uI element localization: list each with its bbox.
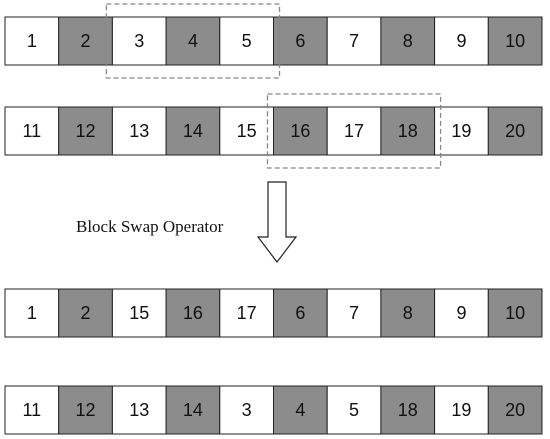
block-cell-value: 19 xyxy=(451,400,471,420)
block-cell xyxy=(434,106,489,156)
block-cell-value: 14 xyxy=(183,400,203,420)
block-cell xyxy=(111,16,167,66)
block-cell xyxy=(4,288,60,338)
block-cell xyxy=(219,106,275,156)
block-cell xyxy=(273,288,328,338)
down-arrow-icon xyxy=(256,181,298,263)
block-cell xyxy=(4,16,60,66)
block-cell-value: 13 xyxy=(129,121,149,141)
block-cell-value: 5 xyxy=(349,400,359,420)
block-cell-value: 15 xyxy=(129,303,149,323)
block-cell-value: 9 xyxy=(456,303,466,323)
block-cell xyxy=(111,106,167,156)
block-cell xyxy=(111,288,167,338)
block-cell-value: 7 xyxy=(349,303,359,323)
block-cell xyxy=(487,106,543,156)
block-cell-value: 8 xyxy=(403,303,413,323)
block-cell xyxy=(380,385,436,435)
block-cell-value: 11 xyxy=(23,121,42,141)
block-cell-value: 3 xyxy=(242,400,252,420)
block-cell xyxy=(380,16,436,66)
block-cell xyxy=(4,385,60,435)
operator-label: Block Swap Operator xyxy=(76,217,224,236)
block-cell-value: 15 xyxy=(237,121,257,141)
block-cell-value: 11 xyxy=(23,400,42,420)
block-cell xyxy=(434,385,489,435)
block-cell xyxy=(58,288,113,338)
block-cell-value: 18 xyxy=(398,121,418,141)
block-cell-value: 10 xyxy=(505,31,525,51)
row-after-1: 1 2 15 16 17 6 7 8 9 10 xyxy=(4,288,543,338)
block-cell xyxy=(273,16,328,66)
block-cell-value: 19 xyxy=(451,121,471,141)
block-cell-value: 1 xyxy=(27,31,37,51)
block-cell-value: 18 xyxy=(398,400,418,420)
block-cell xyxy=(58,16,113,66)
block-cell xyxy=(165,106,221,156)
selected-block-outline xyxy=(105,3,281,79)
block-cell-value: 13 xyxy=(129,400,149,420)
block-cell xyxy=(434,288,489,338)
block-cell xyxy=(165,385,221,435)
block-cell-value: 14 xyxy=(183,121,203,141)
block-cell-value: 9 xyxy=(456,31,466,51)
block-cell xyxy=(219,288,275,338)
block-cell-value: 17 xyxy=(237,303,257,323)
block-cell-value: 8 xyxy=(403,31,413,51)
block-cell-value: 3 xyxy=(134,31,144,51)
block-cell-value: 6 xyxy=(295,303,305,323)
block-cell-value: 20 xyxy=(505,400,525,420)
block-cell-value: 4 xyxy=(188,31,198,51)
block-cell-value: 20 xyxy=(505,121,525,141)
block-cell-value: 6 xyxy=(295,31,305,51)
block-cell xyxy=(273,385,328,435)
block-cell xyxy=(326,16,382,66)
block-cell-value: 2 xyxy=(81,303,91,323)
selected-block-outline xyxy=(266,93,442,169)
block-cell-value: 16 xyxy=(290,121,310,141)
block-cell xyxy=(487,16,543,66)
block-cell-value: 4 xyxy=(295,400,305,420)
row-before-1: 1 2 3 4 5 6 7 8 9 10 xyxy=(4,16,543,66)
block-cell-value: 17 xyxy=(344,121,364,141)
block-cell xyxy=(380,288,436,338)
block-cell xyxy=(219,16,275,66)
block-cell xyxy=(487,288,543,338)
block-cell-value: 12 xyxy=(76,121,96,141)
block-cell-value: 5 xyxy=(242,31,252,51)
block-cell xyxy=(58,385,113,435)
highlight-layer xyxy=(105,3,442,169)
block-cell xyxy=(4,106,60,156)
block-cell-value: 1 xyxy=(27,303,37,323)
block-cell xyxy=(273,106,328,156)
row-before-2: 11 12 13 14 15 16 17 18 19 20 xyxy=(4,106,543,156)
block-cell-value: 12 xyxy=(76,400,96,420)
block-cell-value: 7 xyxy=(349,31,359,51)
block-cell-value: 10 xyxy=(505,303,525,323)
block-cell-value: 2 xyxy=(81,31,91,51)
block-cell-value: 16 xyxy=(183,303,203,323)
block-cell xyxy=(487,385,543,435)
row-after-2: 11 12 13 14 3 4 5 18 19 20 xyxy=(4,385,543,435)
